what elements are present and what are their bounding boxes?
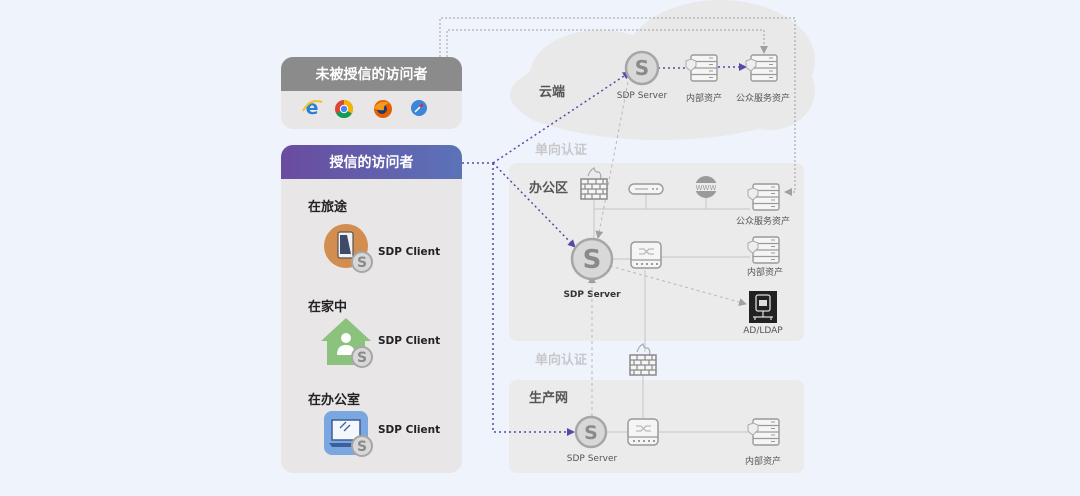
production-zone-title: 生产网	[529, 391, 569, 406]
cloud-sdp-server-icon: S	[624, 50, 660, 86]
office-switch-icon	[630, 241, 662, 269]
sdp-client-label-travel: SDP Client	[378, 246, 441, 258]
office-public-asset-label: 公众服务资产	[735, 217, 791, 227]
ad-ldap-icon	[749, 291, 777, 323]
firefox-icon	[374, 100, 392, 118]
office-server-to-ldap-line	[609, 265, 747, 306]
one-way-auth-label-1: 单向认证	[535, 143, 588, 158]
office-sdp-server-icon: S	[570, 237, 614, 281]
cloud-internal-asset-icon	[685, 54, 718, 82]
unauth-to-office-public-line	[439, 17, 796, 196]
production-internal-asset-label: 内部资产	[744, 457, 782, 467]
svg-text:S: S	[635, 56, 649, 80]
sdp-client-label-office: SDP Client	[378, 424, 441, 436]
cloud-to-office-server-line	[595, 81, 629, 239]
one-way-auth-label-2: 单向认证	[535, 353, 588, 368]
office-internal-asset-icon	[747, 236, 780, 264]
auth-to-production-line	[492, 163, 575, 436]
chrome-icon	[335, 100, 354, 119]
svg-text:e: e	[306, 97, 319, 119]
svg-text:S: S	[583, 245, 602, 275]
sdp-client-label-home: SDP Client	[378, 335, 441, 347]
cloud-internal-asset-label: 内部资产	[685, 94, 723, 104]
group-title-travel: 在旅途	[308, 200, 348, 215]
unauthorized-visitors-panel: 未被授信的访问者 e	[281, 57, 462, 129]
www-globe-icon: WWW	[694, 176, 718, 198]
svg-text:WWW: WWW	[696, 184, 717, 192]
office-zone-title: 办公区	[529, 181, 569, 196]
production-sdp-server-icon: S	[574, 415, 608, 449]
cloud-public-asset-label: 公众服务资产	[735, 94, 791, 104]
cloud-public-asset-icon	[745, 54, 778, 82]
unauth-to-cloud-public-line	[446, 29, 768, 57]
network-lines	[593, 193, 750, 433]
sdp-badge-icon	[351, 251, 373, 273]
group-title-home: 在家中	[308, 300, 348, 315]
production-switch-icon	[627, 418, 659, 446]
office-firewall-icon	[580, 167, 608, 200]
unauthorized-visitors-title: 未被授信的访问者	[281, 57, 462, 91]
ie-icon: e	[302, 97, 323, 119]
office-internal-asset-label: 内部资产	[746, 268, 784, 278]
office-public-asset-icon	[747, 183, 780, 211]
auth-to-cloud-line	[492, 71, 631, 164]
sdp-badge-icon	[351, 346, 373, 368]
router-icon	[628, 183, 664, 195]
svg-text:S: S	[584, 422, 598, 444]
safari-icon	[411, 100, 427, 116]
production-firewall-icon	[629, 343, 657, 376]
production-sdp-server-label: SDP Server	[566, 454, 618, 464]
cloud-zone-title: 云端	[539, 85, 566, 100]
production-internal-asset-icon	[747, 418, 780, 446]
cloud-sdp-server-label: SDP Server	[616, 91, 668, 101]
authorized-visitors-panel: 授信的访问者	[281, 145, 462, 473]
auth-to-office-line	[492, 162, 576, 248]
authorized-visitors-title: 授信的访问者	[281, 145, 462, 179]
ldap-label: AD/LDAP	[743, 326, 783, 336]
group-title-office: 在办公室	[308, 393, 361, 408]
sdp-badge-icon	[351, 435, 373, 457]
